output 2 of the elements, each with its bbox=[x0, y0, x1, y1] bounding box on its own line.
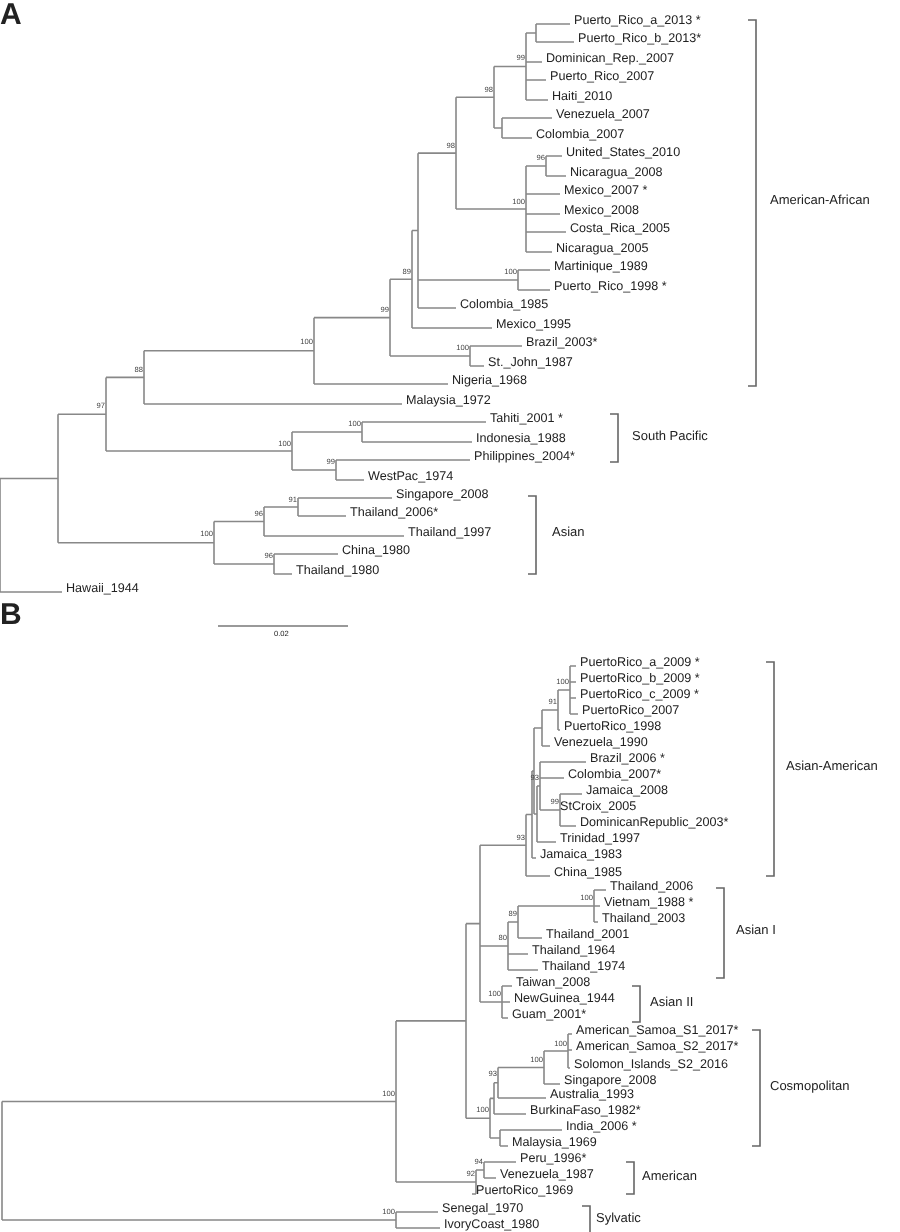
panel-letter: A bbox=[0, 0, 22, 30]
panel-letter: B bbox=[0, 600, 22, 630]
